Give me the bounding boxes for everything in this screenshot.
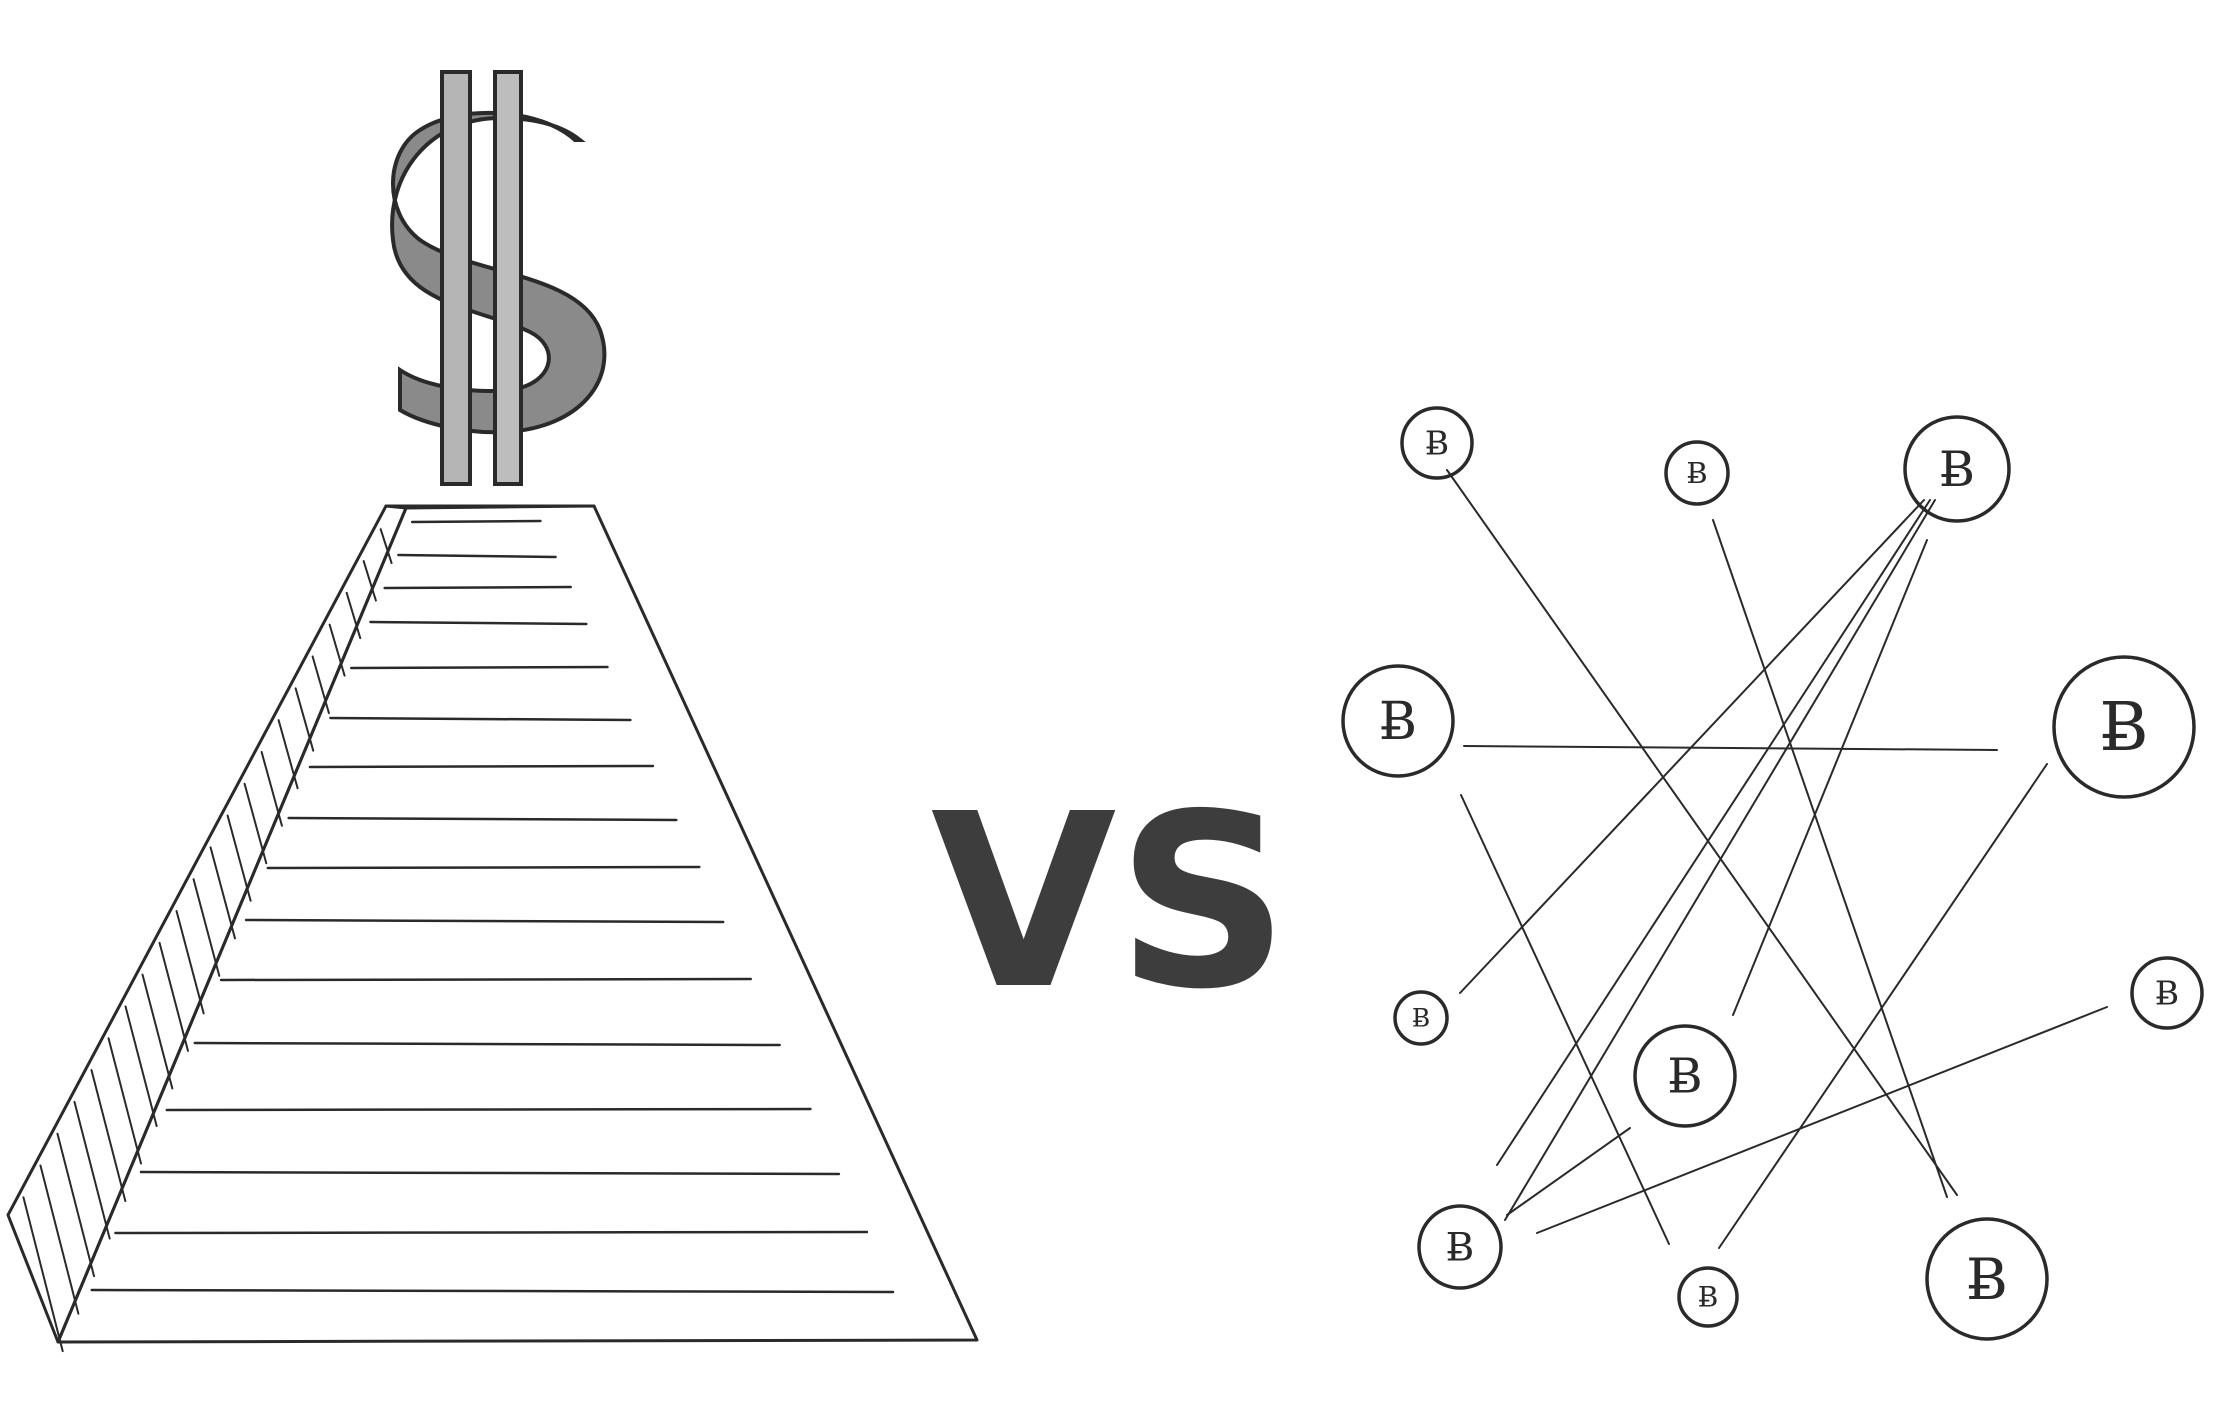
bitcoin-symbol: Ƀ xyxy=(2155,974,2179,1013)
network-connection xyxy=(1460,794,1670,1245)
pyramid-hatch-line xyxy=(175,909,205,1015)
dollar-right-bar xyxy=(493,70,523,486)
pyramid-hatch-line xyxy=(22,1196,64,1353)
pyramid-hatch-line xyxy=(345,591,362,640)
pyramid-front-face xyxy=(56,504,979,1344)
bitcoin-node: Ƀ xyxy=(1664,440,1730,506)
pyramid-step-line xyxy=(139,1170,841,1176)
bitcoin-symbol: Ƀ xyxy=(1446,1226,1475,1271)
bitcoin-symbol: Ƀ xyxy=(1939,441,1975,498)
pyramid-illustration xyxy=(6,504,979,1353)
pyramid-hatch-line xyxy=(158,941,189,1052)
pyramid-hatch-line xyxy=(260,750,283,827)
network-connection xyxy=(1712,519,1948,1198)
bitcoin-node: Ƀ xyxy=(1417,1204,1503,1290)
network-connection xyxy=(1504,499,1936,1221)
pyramid-hatch-line xyxy=(209,846,236,940)
pyramid-step-line xyxy=(397,553,557,559)
pyramid-hatch-line xyxy=(311,655,330,715)
network-connection xyxy=(1463,745,1998,751)
network-connection xyxy=(1506,1127,1631,1216)
pyramid-hatch-line xyxy=(56,1132,96,1278)
network-connection xyxy=(1446,469,1958,1196)
network-connection xyxy=(1718,763,2048,1249)
pyramid-step-line xyxy=(219,977,753,982)
pyramid-step-line xyxy=(329,716,632,722)
network-connection xyxy=(1459,499,1925,994)
bitcoin-node: Ƀ xyxy=(1925,1217,2049,1341)
pyramid-step-line xyxy=(349,665,609,670)
pyramid-step-line xyxy=(266,865,701,870)
pyramid-hatch-line xyxy=(107,1037,142,1165)
pyramid-steps xyxy=(90,519,895,1294)
pyramid-hatch-line xyxy=(73,1100,111,1240)
pyramid-hatch-line xyxy=(243,782,268,865)
pyramid-hatch-line xyxy=(294,687,315,752)
network-connection xyxy=(1496,499,1931,1166)
pyramid-hatch-line xyxy=(124,1005,158,1127)
pyramid-hatch-line xyxy=(192,878,221,977)
pyramid-hatch-line xyxy=(362,560,377,602)
pyramid-step-line xyxy=(114,1230,869,1235)
bitcoin-symbol: Ƀ xyxy=(2099,688,2148,766)
dollar-left-bar xyxy=(440,70,472,486)
bitcoin-symbol: Ƀ xyxy=(1698,1281,1719,1314)
bitcoin-node: Ƀ xyxy=(2130,956,2204,1030)
pyramid-step-line xyxy=(244,918,725,924)
bitcoin-symbol: Ƀ xyxy=(1425,424,1449,463)
bitcoin-node: Ƀ xyxy=(1341,664,1455,778)
pyramid-side-face xyxy=(6,504,408,1344)
bitcoin-symbol: Ƀ xyxy=(1379,692,1417,752)
pyramid-step-line xyxy=(165,1107,812,1112)
bitcoin-symbol: Ƀ xyxy=(1966,1247,2008,1313)
bitcoin-symbol: Ƀ xyxy=(1412,1004,1430,1033)
bitcoin-node: Ƀ xyxy=(1633,1024,1737,1128)
pyramid-hatch-line xyxy=(226,814,252,902)
pyramid-step-line xyxy=(383,585,572,590)
pyramid-hatch-line xyxy=(277,719,299,790)
bitcoin-network: Ƀ Ƀ Ƀ Ƀ Ƀ Ƀ Ƀ Ƀ Ƀ Ƀ Ƀ xyxy=(1341,406,2204,1341)
network-connections xyxy=(1446,469,2108,1249)
pyramid-step-line xyxy=(308,764,655,769)
pyramid-step-line xyxy=(369,620,588,626)
pyramid-hatch-line xyxy=(328,623,346,677)
bitcoin-symbol: Ƀ xyxy=(1667,1049,1702,1105)
pyramid-step-line xyxy=(410,519,542,524)
pyramid-step-line xyxy=(90,1288,895,1294)
bitcoin-node: Ƀ xyxy=(2052,655,2196,799)
pyramid-hatch-line xyxy=(379,528,393,565)
pyramid-hatch-line xyxy=(39,1164,80,1315)
bitcoin-symbol: Ƀ xyxy=(1686,456,1707,490)
bitcoin-node: Ƀ xyxy=(1393,990,1449,1046)
pyramid-step-line xyxy=(287,816,678,822)
pyramid-hatch-line xyxy=(90,1069,127,1203)
pyramid-side-hatching xyxy=(22,528,393,1353)
pyramid-step-line xyxy=(193,1041,781,1047)
pyramid-hatch-line xyxy=(141,973,174,1090)
bitcoin-node: Ƀ xyxy=(1677,1266,1739,1328)
dollar-sign-icon xyxy=(390,70,607,486)
bitcoin-node: Ƀ xyxy=(1400,406,1474,480)
network-connection xyxy=(1536,1006,2108,1234)
network-connection xyxy=(1732,539,1928,1016)
bitcoin-node: Ƀ xyxy=(1903,415,2011,523)
vs-label: VS xyxy=(931,762,1290,1042)
